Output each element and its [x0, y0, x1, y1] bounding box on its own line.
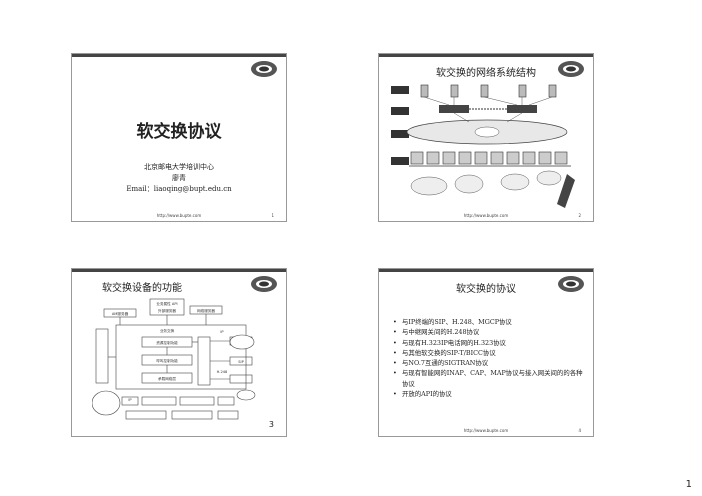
slide-email: Email：liaoqing@bupt.edu.cn: [126, 185, 232, 193]
list-item: 与NO.7互通的SIGTRAN协议: [393, 358, 585, 369]
diagram-label: 资源控制功能: [156, 340, 178, 345]
protocol-list: 与IP终端的SIP、H.248、MGCP协议 与中继网关间的H.248协议 与现…: [393, 317, 585, 400]
slide-top-rule: [72, 54, 286, 57]
slide-top-rule: [72, 269, 286, 272]
diagram-label: AM服务器: [112, 311, 129, 316]
list-item: 与现有H.323IP电话网的H.323协议: [393, 338, 585, 349]
diagram-label: H.248: [217, 370, 228, 374]
slide-number: 4: [578, 428, 581, 433]
slide-author: 廖青: [172, 174, 186, 182]
list-item: 与现有智能网的INAP、CAP、MAP协议与接入网关间的的各种协议: [393, 368, 585, 389]
page-number: 1: [685, 479, 692, 490]
softswitch-function-diagram: 业务属性 API 外部服务器 网络服务器 AM服务器 业务交换 IP SIP 承…: [92, 298, 256, 420]
diagram-label: IP: [128, 398, 132, 402]
slide-title: 软交换协议: [136, 122, 222, 142]
diagram-label: 业务属性 API: [156, 301, 177, 306]
slide-1: 软交换协议 北京邮电大学培训中心 廖青 Email：liaoqing@bupt.…: [71, 53, 287, 222]
university-logo-icon: [251, 276, 277, 292]
slide-2: 软交换的网络系统结构: [378, 53, 594, 222]
slide-4: 软交换的协议 与IP终端的SIP、H.248、MGCP协议 与中继网关间的H.2…: [378, 268, 594, 437]
slide-url: http://www.bupte.com: [463, 428, 509, 433]
slide-url: http://www.bupte.com: [463, 213, 509, 218]
slide-url: http://www.bupte.com: [156, 213, 202, 218]
university-logo-icon: [558, 61, 584, 77]
diagram-label: 承载网络层: [158, 376, 176, 381]
university-logo-icon: [251, 61, 277, 77]
network-architecture-diagram: [389, 80, 585, 210]
slide-number: 3: [268, 420, 274, 429]
diagram-label: IP: [220, 330, 224, 334]
slide-top-rule: [379, 54, 593, 57]
list-item: 与其他软交换的SIP-T/BICC协议: [393, 348, 585, 359]
slide-3: 软交换设备的功能: [71, 268, 287, 437]
slide-subtitle: 北京邮电大学培训中心: [144, 163, 214, 171]
diagram-label: 网络服务器: [197, 308, 215, 313]
slide-title: 软交换的协议: [456, 284, 516, 295]
slide-top-rule: [379, 269, 593, 272]
list-item: 与中继网关间的H.248协议: [393, 327, 585, 338]
slide-number: 2: [578, 213, 581, 218]
slide-number: 1: [271, 213, 274, 218]
university-logo-icon: [558, 276, 584, 292]
list-item: 开放的API的协议: [393, 389, 585, 400]
slide-title: 软交换设备的功能: [102, 283, 182, 294]
diagram-label: 外部服务器: [158, 308, 176, 313]
diagram-label: SIP: [238, 360, 244, 364]
slide-title: 软交换的网络系统结构: [436, 68, 536, 79]
list-item: 与IP终端的SIP、H.248、MGCP协议: [393, 317, 585, 328]
diagram-label: 业务交换: [160, 328, 175, 333]
diagram-label: 呼叫控制功能: [156, 358, 178, 363]
